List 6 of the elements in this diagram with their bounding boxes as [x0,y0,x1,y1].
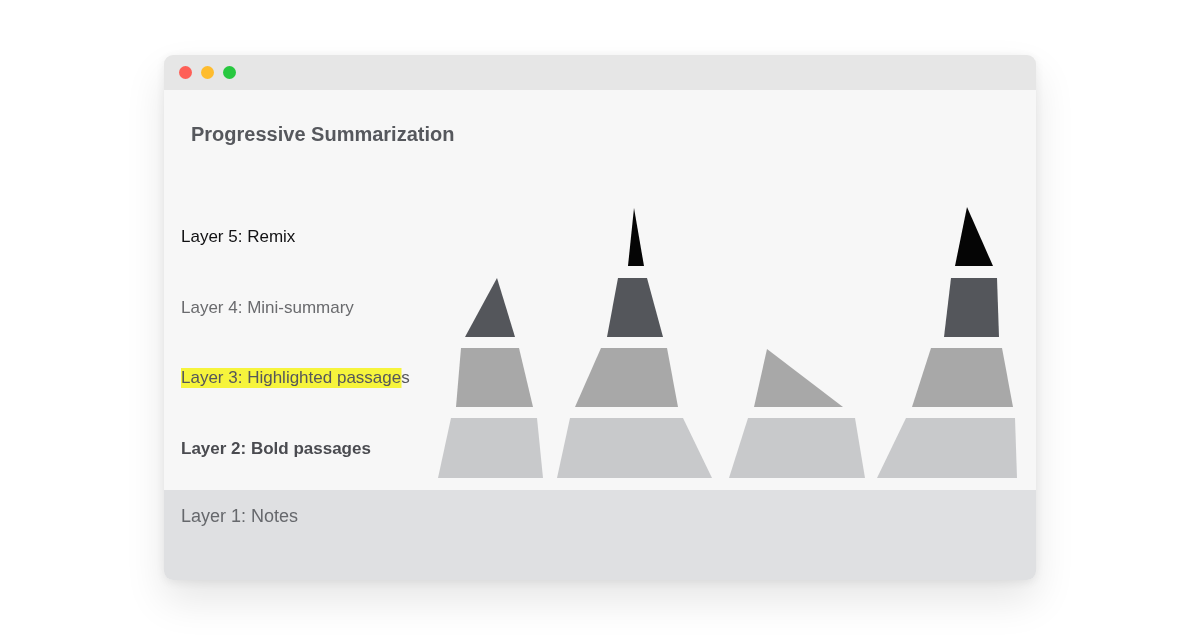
layer-label: Layer 1: Notes [181,505,299,527]
notes-band [164,490,1036,580]
diagram-title: Progressive Summarization [191,122,455,146]
layer-label: Layer 4: Mini-summary [181,298,354,318]
layer-label: Layer 2: Bold passages [181,439,371,459]
layer-label: Layer 5: Remix [181,227,296,247]
